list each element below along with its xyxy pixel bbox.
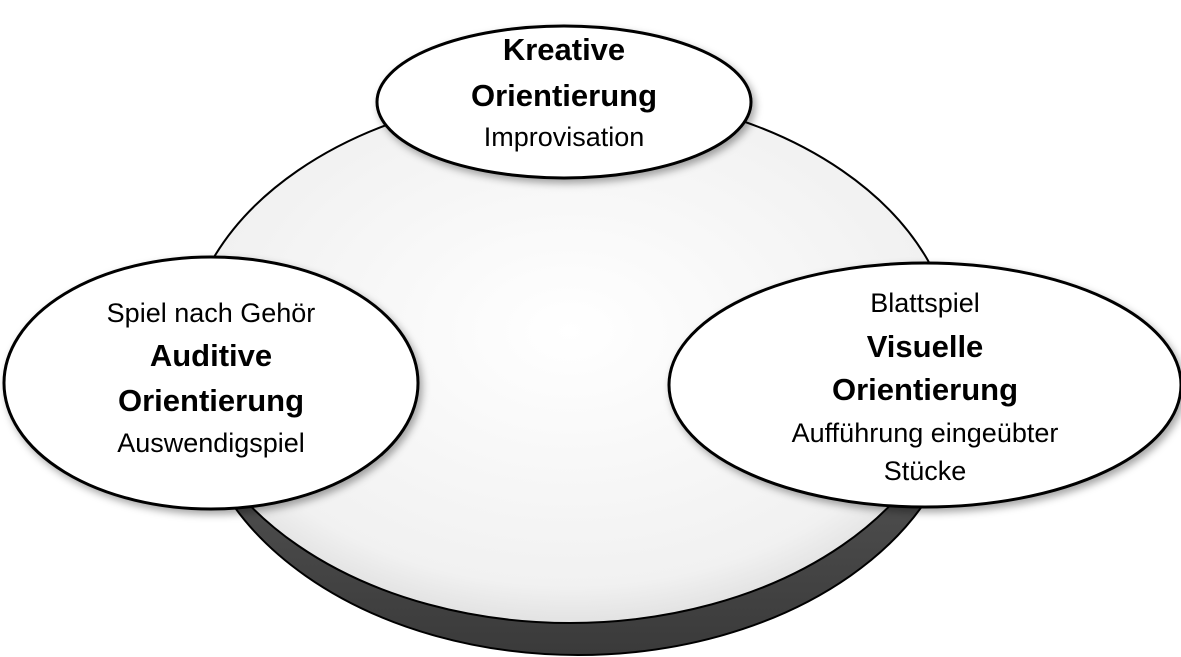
node-visual-ellipse xyxy=(667,261,1181,509)
visual-above: Blattspiel xyxy=(870,288,980,318)
visual-title-line1: Visuelle xyxy=(867,329,984,364)
creative-title-line1: Kreative xyxy=(503,32,625,67)
visual-title-line2: Orientierung xyxy=(832,372,1018,407)
node-creative-ellipse xyxy=(375,24,753,180)
creative-subtitle: Improvisation xyxy=(484,122,645,152)
visual-below-line1: Aufführung eingeübter xyxy=(792,418,1059,448)
visual-below-line2: Stücke xyxy=(884,456,967,486)
node-auditive-orientation xyxy=(2,255,420,511)
auditive-above: Spiel nach Gehör xyxy=(107,298,316,328)
auditive-below: Auswendigspiel xyxy=(117,428,305,458)
node-visual-orientation xyxy=(667,261,1181,509)
node-creative-orientation xyxy=(375,24,753,180)
creative-title-line2: Orientierung xyxy=(471,78,657,113)
auditive-title-line2: Orientierung xyxy=(118,383,304,418)
node-auditive-ellipse xyxy=(2,255,420,511)
base-disc xyxy=(184,92,964,656)
auditive-title-line1: Auditive xyxy=(150,338,272,373)
